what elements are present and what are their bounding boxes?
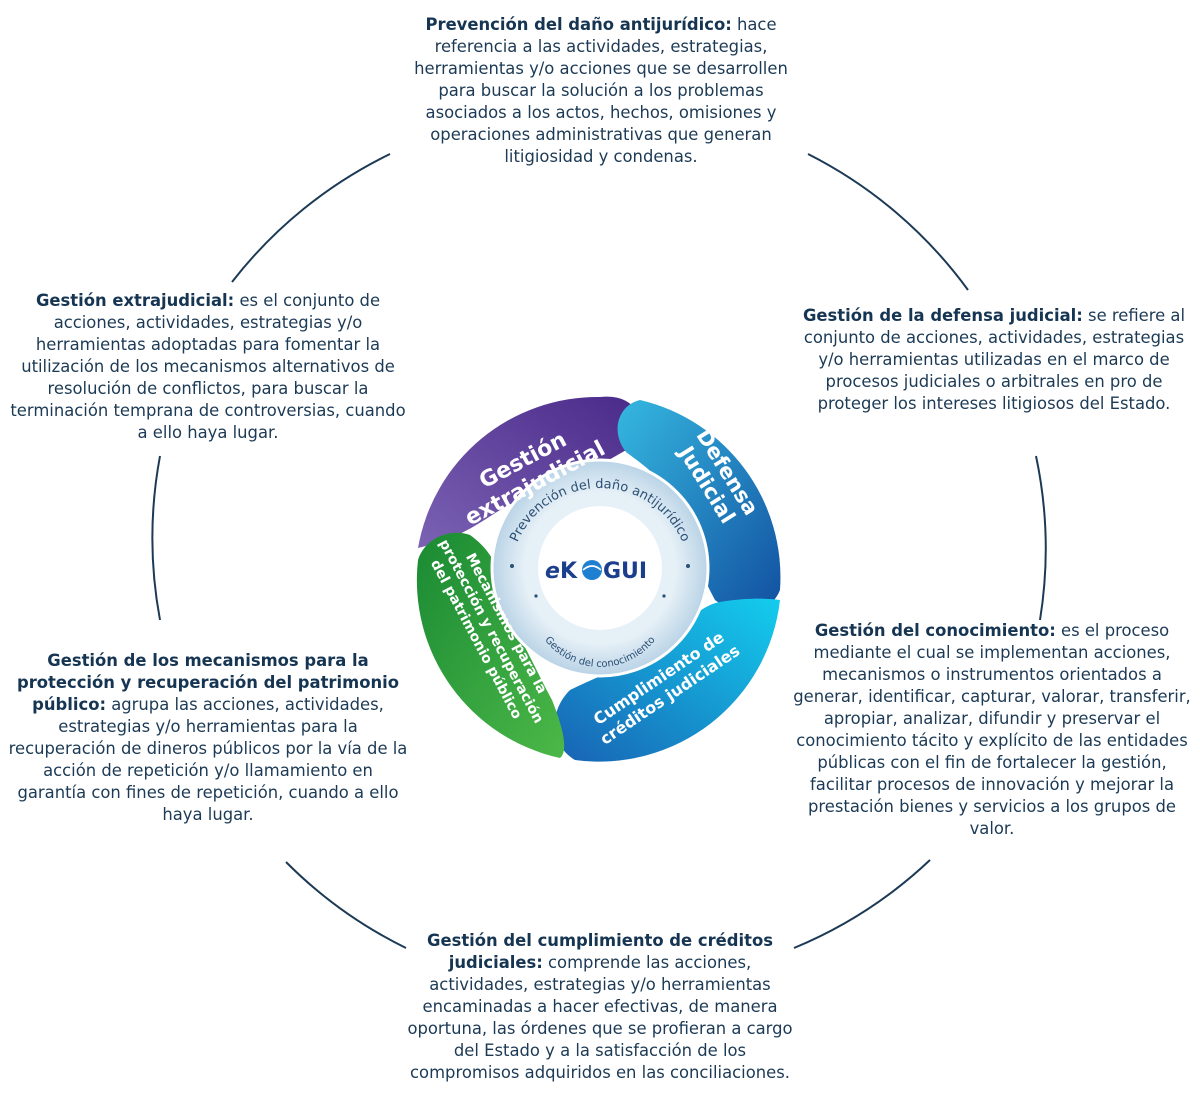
description-creditos-title: Gestión del cumplimiento de créditos jud…	[427, 931, 773, 972]
segment-defensa	[617, 400, 781, 613]
segment-mecanismos	[416, 532, 565, 758]
ekogui-logo: e K GUI	[545, 559, 647, 584]
description-conocimiento-body: es el proceso mediante el cual se implem…	[793, 621, 1191, 838]
logo-globe-icon	[582, 560, 602, 580]
ring-dot-right	[686, 564, 690, 568]
description-prevencion-body: hace referencia a las actividades, estra…	[414, 15, 788, 166]
description-conocimiento: Gestión del conocimiento: es el proceso …	[792, 620, 1192, 840]
segment-creditos	[554, 598, 780, 762]
description-mecanismos: Gestión de los mecanismos para la protec…	[8, 650, 408, 826]
ring-dot-low-left	[534, 594, 538, 598]
description-prevencion: Prevención del daño antijurídico: hace r…	[396, 14, 806, 168]
outer-arc-bottom-left	[285, 861, 407, 949]
logo-gui: GUI	[603, 559, 647, 584]
segment-extrajudicial	[418, 396, 640, 548]
description-mecanismos-body: agrupa las acciones, actividades, estrat…	[8, 695, 408, 824]
outer-arc-bottom-right	[793, 859, 931, 949]
description-defensa: Gestión de la defensa judicial: se refie…	[796, 305, 1192, 415]
logo-k: K	[560, 559, 578, 584]
description-extrajudicial-body: es el conjunto de acciones, actividades,…	[10, 291, 406, 442]
outer-arc-top-right	[807, 153, 969, 291]
outer-arc-left	[151, 455, 161, 621]
description-creditos-body: comprende las acciones, actividades, est…	[407, 953, 793, 1082]
description-creditos: Gestión del cumplimiento de créditos jud…	[400, 930, 800, 1084]
description-conocimiento-title: Gestión del conocimiento:	[814, 621, 1056, 640]
description-prevencion-title: Prevención del daño antijurídico:	[425, 15, 732, 34]
outer-circle	[151, 153, 1047, 949]
outer-arc-right	[1035, 455, 1047, 621]
ring-dot-left	[510, 564, 514, 568]
logo-globe-stroke	[582, 565, 602, 571]
description-defensa-body: se refiere al conjunto de acciones, acti…	[803, 306, 1186, 413]
outer-arc-top-left	[231, 153, 391, 283]
logo-e: e	[545, 559, 560, 584]
ring-dot-low-right	[662, 594, 666, 598]
description-extrajudicial-title: Gestión extrajudicial:	[35, 291, 235, 310]
description-extrajudicial: Gestión extrajudicial: es el conjunto de…	[10, 290, 406, 444]
description-defensa-title: Gestión de la defensa judicial:	[802, 306, 1083, 325]
description-mecanismos-title: Gestión de los mecanismos para la protec…	[16, 651, 400, 714]
